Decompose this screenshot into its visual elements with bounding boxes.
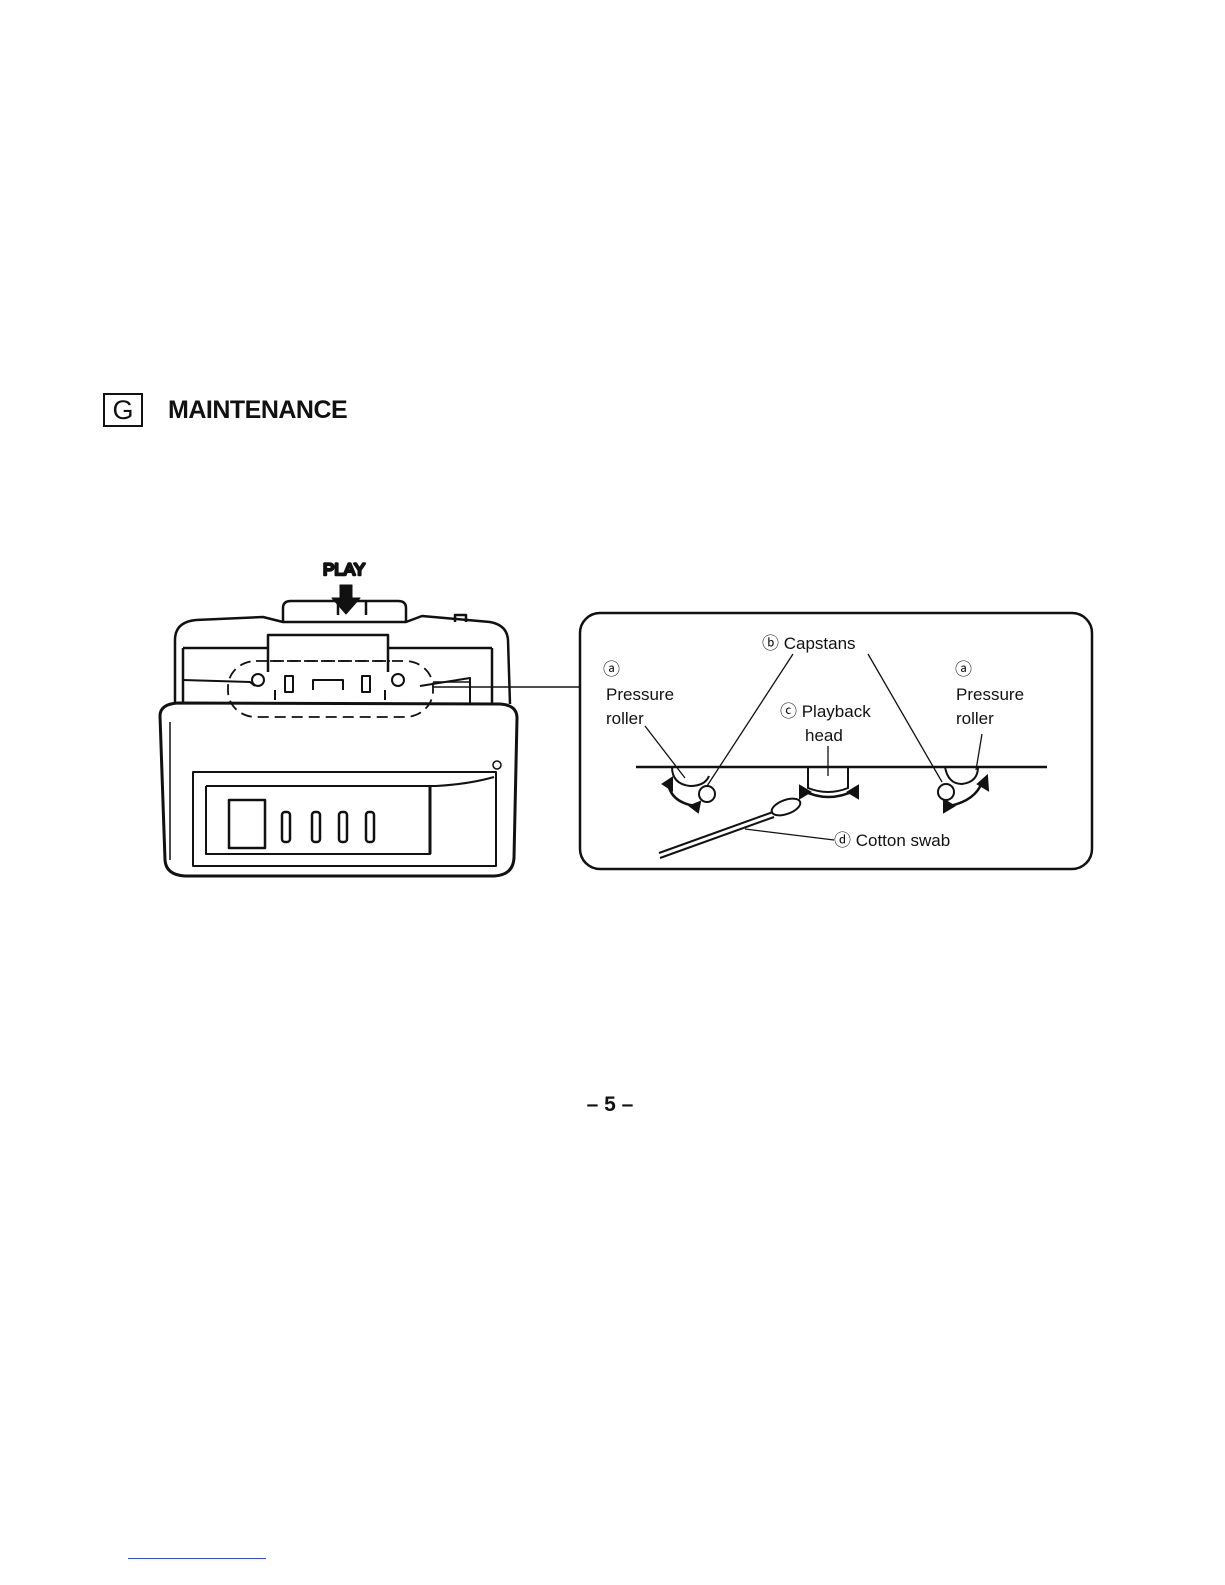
magnified-area-outline [228,661,433,717]
page-number: – 5 – [560,1093,660,1117]
cotton-swab-label: ⓓ Cotton swab [834,831,950,850]
left-pressure-roller [663,767,715,812]
cassette-player-illustration: PLAY [160,560,580,876]
right-roller-marker: ⓐ [955,660,972,679]
playback-head-label-line2: head [805,726,843,745]
indicator-light [493,761,501,769]
cotton-swab [659,795,802,858]
tape-mechanism [183,674,470,704]
right-roller-label-line1: Pressure [956,685,1024,704]
footer-rule [128,1558,266,1559]
magnified-tape-path-view: ⓐ Pressure roller ⓑ Capstans ⓒ Playback … [580,613,1092,869]
capstans-label: ⓑ Capstans [762,634,856,653]
play-label: PLAY [323,560,365,579]
right-pressure-roller [938,767,988,812]
cassette-label-window [229,800,265,848]
playback-head-label-line1: ⓒ Playback [780,702,871,721]
play-arrow-icon [332,585,360,614]
right-roller-label-line2: roller [956,709,994,728]
left-roller-label-line1: Pressure [606,685,674,704]
player-upper-body [175,616,510,704]
player-lower-body [160,703,517,876]
left-roller-marker: ⓐ [603,660,620,679]
playback-head [800,767,858,798]
left-roller-label-line2: roller [606,709,644,728]
callout-leader-lines [645,654,982,840]
